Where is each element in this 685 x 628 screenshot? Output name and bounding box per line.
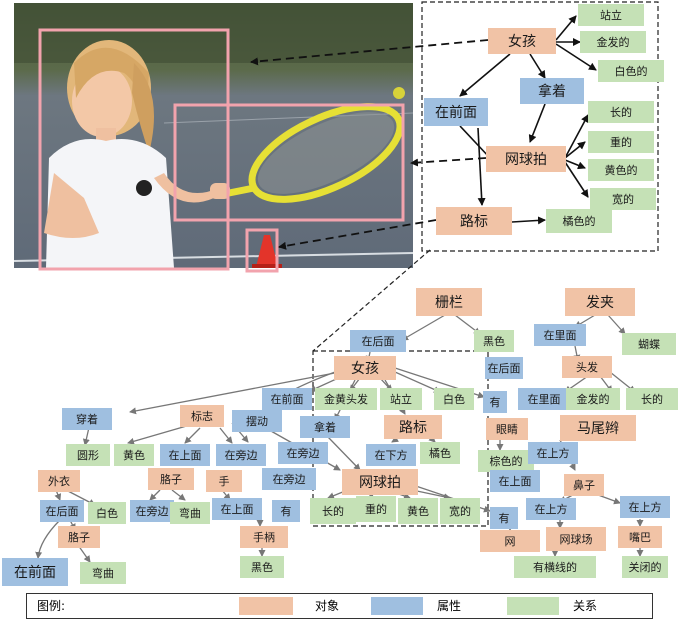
node-white-2: 白色 (434, 388, 474, 410)
node-behind-1: 在后面 (350, 330, 406, 352)
node-on-1: 在上面 (160, 444, 210, 466)
node-beside-1: 在旁边 (216, 444, 266, 466)
node-yellow-1: 黄色 (114, 444, 154, 466)
node-black-2: 黑色 (240, 556, 284, 578)
node-beside-3: 在旁边 (262, 468, 316, 490)
node-cone: 路标 (436, 207, 512, 235)
node-swing: 摆动 (232, 410, 282, 432)
node-jacket: 外衣 (38, 470, 80, 492)
node-hair: 头发 (562, 356, 612, 378)
node-handle: 手柄 (240, 526, 288, 548)
node-yellow-2: 黄色 (398, 498, 438, 524)
node-orange: 橘色的 (546, 209, 612, 233)
node-yellow: 黄色的 (588, 159, 654, 181)
node-closed: 关闭的 (622, 556, 668, 578)
node-hand: 手 (206, 470, 242, 492)
node-round: 圆形 (66, 444, 110, 466)
node-brown: 棕色的 (478, 450, 534, 472)
node-mouth: 嘴巴 (618, 526, 662, 548)
node-long-2: 长的 (310, 498, 356, 524)
node-court: 网球场 (546, 527, 606, 551)
node-hold-2: 拿着 (300, 416, 350, 438)
node-white-3: 白色 (88, 502, 126, 524)
node-lined: 有横线的 (514, 556, 596, 578)
node-stand-2: 站立 (380, 388, 422, 410)
legend-object-label: 对象 (315, 599, 340, 613)
node-behind-2: 在后面 (485, 357, 523, 379)
node-hold: 拿着 (520, 78, 584, 104)
node-wide: 宽的 (590, 188, 656, 210)
node-wide-2: 宽的 (440, 498, 480, 524)
node-beside-4: 在旁边 (130, 500, 174, 522)
legend-relation-label: 关系 (573, 599, 598, 613)
node-racket-2: 网球拍 (342, 469, 418, 495)
node-inside-1: 在里面 (534, 324, 586, 346)
node-white: 白色的 (598, 60, 664, 82)
node-has-3: 有 (490, 507, 518, 529)
node-bend-1: 弯曲 (170, 502, 210, 524)
node-above-3: 在上方 (620, 496, 670, 518)
node-cone-2: 路标 (384, 415, 442, 439)
legend-attribute-swatch (371, 597, 423, 615)
node-has-1: 有 (483, 391, 507, 413)
node-orange-2: 橘色 (420, 442, 460, 464)
node-above-2: 在上方 (526, 498, 576, 520)
node-above-1: 在上方 (528, 442, 578, 464)
node-net: 网 (480, 530, 540, 552)
node-stand: 站立 (578, 4, 644, 26)
node-bend-2: 弯曲 (80, 562, 126, 584)
node-arm-1: 胳子 (148, 468, 194, 490)
node-arm-2: 胳子 (58, 526, 100, 548)
node-fence: 栅栏 (416, 288, 482, 316)
node-on-3: 在上面 (212, 498, 262, 520)
node-heavy-2: 重的 (356, 496, 396, 522)
node-butterfly: 蝴蝶 (622, 333, 676, 355)
node-blonde: 金发的 (580, 31, 646, 53)
node-has-2: 有 (272, 500, 300, 522)
node-heavy: 重的 (588, 131, 654, 153)
node-black-1: 黑色 (474, 330, 514, 352)
node-below: 在下方 (366, 444, 416, 466)
legend-attribute-label: 属性 (437, 599, 462, 613)
node-on-2: 在上面 (490, 470, 540, 492)
node-girl: 女孩 (488, 28, 556, 54)
legend: 图例: 对象 属性 关系 (26, 593, 653, 619)
node-hairclip: 发夹 (565, 288, 635, 316)
node-eye: 眼睛 (486, 418, 528, 440)
legend-title: 图例: (37, 599, 66, 613)
node-long-1: 长的 (626, 388, 678, 410)
node-golden-hair: 金黄头发 (315, 388, 377, 410)
tennis-photo (14, 3, 413, 268)
node-behind-3: 在后面 (40, 500, 84, 522)
node-wear: 穿着 (62, 408, 112, 430)
legend-relation-swatch (507, 597, 559, 615)
node-in-front-2: 在前面 (2, 558, 68, 586)
node-in-front: 在前面 (424, 98, 488, 126)
node-long: 长的 (588, 101, 654, 123)
node-girl-2: 女孩 (334, 356, 396, 380)
node-beside-2: 在旁边 (278, 442, 328, 464)
node-in-front-1: 在前面 (262, 388, 312, 410)
node-racket: 网球拍 (486, 146, 566, 172)
node-blonde-2: 金发的 (566, 388, 620, 410)
legend-object-swatch (239, 597, 293, 615)
node-logo: 标志 (180, 405, 224, 427)
node-inside-2: 在里面 (518, 388, 570, 410)
node-nose: 鼻子 (564, 474, 604, 496)
node-ponytail: 马尾辫 (560, 415, 636, 441)
